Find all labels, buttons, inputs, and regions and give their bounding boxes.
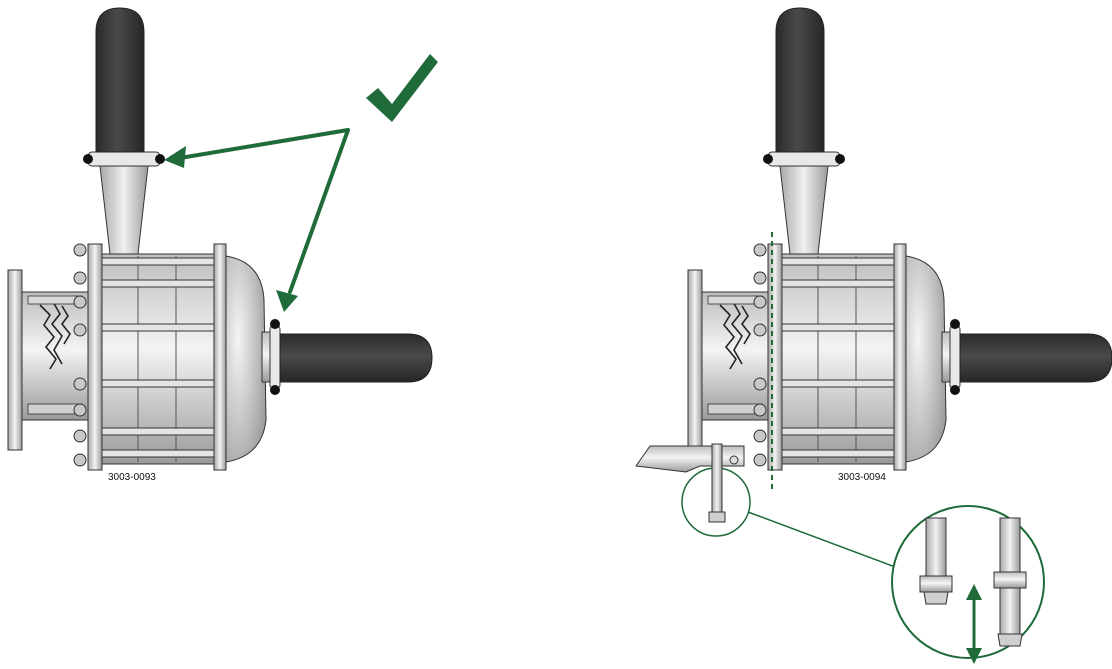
double-arrow-icon: [966, 584, 982, 664]
left-pump-illustration: [7, 7, 433, 471]
right-figure-code: 3003-0094: [838, 472, 886, 483]
check-mark-icon: [366, 54, 438, 122]
indicator-arrows: [178, 128, 350, 294]
arrow-head-top-clamp: [164, 146, 186, 168]
left-figure-code: 3003-0093: [108, 472, 156, 483]
detail-connector-line: [747, 511, 899, 569]
support-bracket: [635, 445, 745, 473]
right-pump-illustration: [687, 7, 1112, 471]
pin-detail-large: [891, 505, 1045, 659]
bracket-bolt: [729, 455, 739, 465]
pin-detail-small: [681, 443, 751, 537]
left-pump-figure: [7, 7, 433, 471]
right-pump-figure: [687, 7, 1112, 471]
arrow-head-side-clamp: [276, 290, 298, 312]
